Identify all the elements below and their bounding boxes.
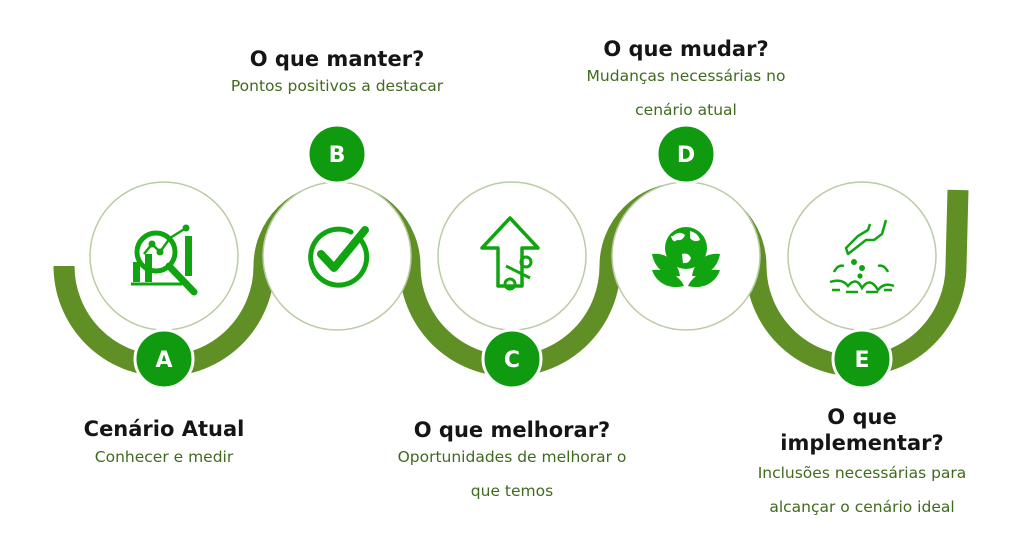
badge-letter-d: D (677, 143, 695, 168)
checkmark-circle-icon (308, 226, 370, 288)
hand-planting-seeds-icon (829, 219, 895, 294)
step-description-a: Conhecer e medir (94, 448, 234, 466)
step-title-e: O que implementar? (780, 405, 944, 455)
badge-d: D (655, 123, 717, 185)
badge-letter-e: E (854, 348, 869, 373)
percent-growth-arrow-icon (480, 216, 540, 291)
step-circle-a (89, 181, 239, 331)
step-circle-b (262, 181, 412, 331)
step-circle-c (437, 181, 587, 331)
badge-c: C (481, 328, 543, 390)
badge-a: A (133, 328, 195, 390)
badge-letter-c: C (504, 348, 520, 373)
badge-letter-a: A (155, 348, 172, 373)
step-circle-e (787, 181, 937, 331)
step-title-a: Cenário Atual (83, 417, 245, 441)
globe-leaves-icon (652, 227, 720, 288)
step-description-d: Mudanças necessárias no cenário atual (586, 67, 786, 119)
step-title-c: O que melhorar? (413, 418, 611, 442)
step-description-b: Pontos positivos a destacar (230, 77, 444, 95)
step-description-c: Oportunidades de melhorar o que temos (397, 448, 627, 500)
chart-magnifier-icon (131, 224, 198, 296)
step-title-b: O que manter? (249, 47, 425, 71)
badge-b: B (306, 123, 368, 185)
badge-e: E (831, 328, 893, 390)
step-title-d: O que mudar? (603, 37, 769, 61)
badge-letter-b: B (329, 143, 346, 168)
step-description-e: Inclusões necessárias para alcançar o ce… (757, 464, 967, 516)
